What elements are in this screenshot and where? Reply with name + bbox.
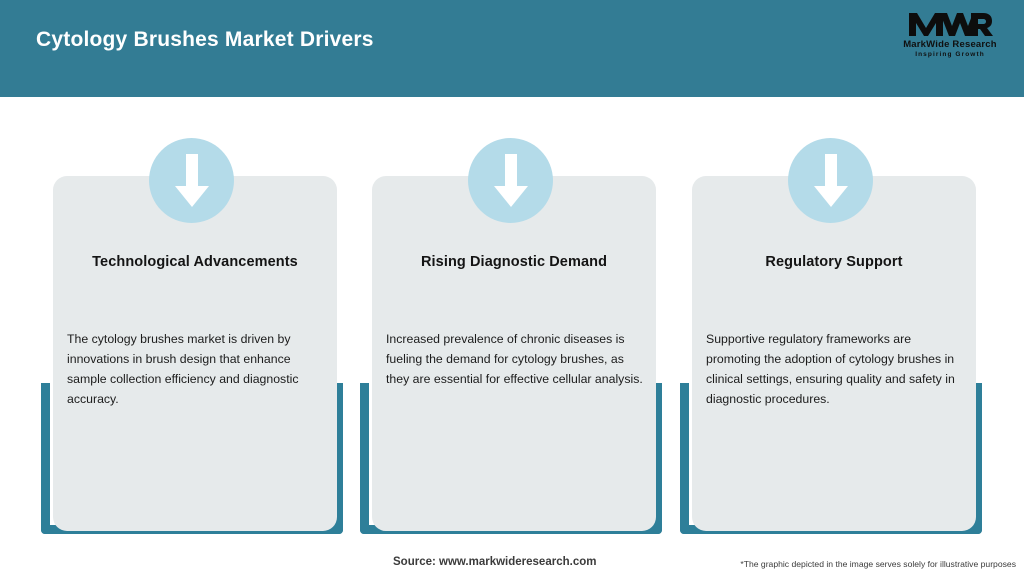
down-arrow-glyph: [175, 154, 209, 207]
driver-card-title-2: Rising Diagnostic Demand: [420, 254, 608, 270]
driver-card-body-2: Increased prevalence of chronic diseases…: [386, 332, 643, 386]
drivers-columns: Technological Advancements The cytology …: [0, 97, 1024, 576]
header-bar: Cytology Brushes Market Drivers MarkWide…: [0, 0, 1024, 97]
driver-column-3: Regulatory Support Supportive regulatory…: [680, 97, 1010, 576]
driver-card-title-3: Regulatory Support: [765, 254, 903, 270]
down-arrow-glyph: [814, 154, 848, 207]
logo-company-name: MarkWide Research: [903, 39, 997, 50]
driver-card-body-3: Supportive regulatory frameworks are pro…: [706, 332, 955, 406]
driver-card-1[interactable]: Technological Advancements The cytology …: [53, 176, 337, 531]
driver-column-1: Technological Advancements The cytology …: [41, 97, 371, 576]
disclaimer-label: *The graphic depicted in the image serve…: [740, 559, 1016, 569]
brand-logo: MarkWide Research Inspiring Growth: [894, 10, 1006, 68]
down-arrow-glyph: [494, 154, 528, 207]
page-title: Cytology Brushes Market Drivers: [36, 28, 374, 51]
driver-card-body-1: The cytology brushes market is driven by…: [67, 332, 299, 406]
logo-tagline: Inspiring Growth: [915, 51, 985, 58]
source-label: Source: www.markwideresearch.com: [393, 556, 597, 568]
down-arrow-icon: [149, 138, 234, 223]
down-arrow-icon: [468, 138, 553, 223]
mwr-logo-icon: [909, 13, 993, 36]
driver-card-3[interactable]: Regulatory Support Supportive regulatory…: [692, 176, 976, 531]
driver-card-title-1: Technological Advancements: [92, 254, 298, 270]
driver-card-2[interactable]: Rising Diagnostic Demand Increased preva…: [372, 176, 656, 531]
driver-column-2: Rising Diagnostic Demand Increased preva…: [360, 97, 690, 576]
down-arrow-icon: [788, 138, 873, 223]
